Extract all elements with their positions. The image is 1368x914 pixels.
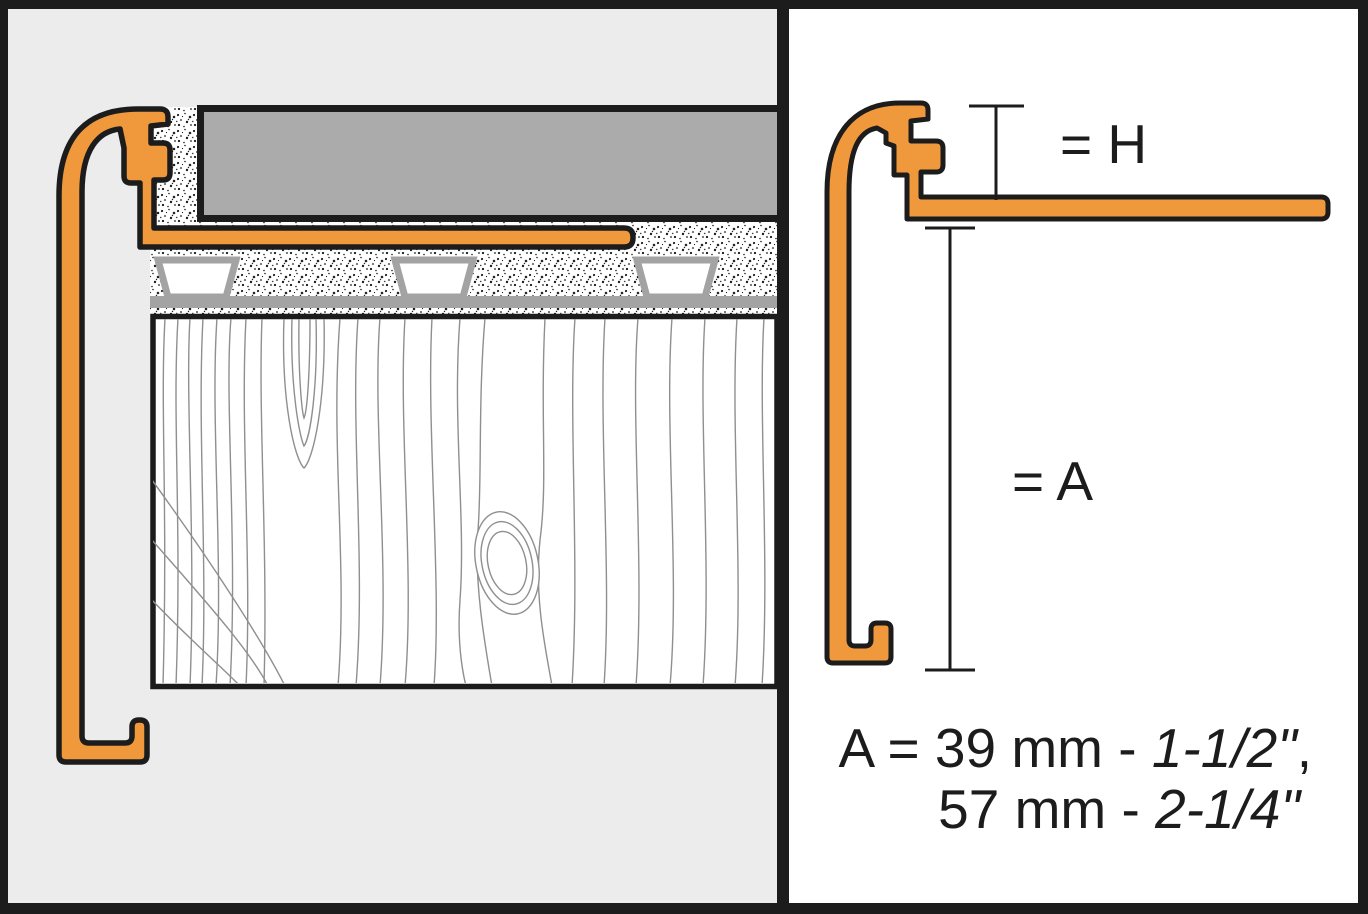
spec-line2-metric: 57 mm - bbox=[938, 778, 1155, 840]
dimension-h bbox=[969, 104, 1024, 200]
membrane-stud bbox=[390, 256, 478, 301]
membrane-stud bbox=[153, 256, 241, 301]
right-panel-background bbox=[789, 9, 1358, 903]
profile-section-installed bbox=[56, 106, 636, 765]
membrane-studs bbox=[153, 256, 720, 301]
spec-line1-comma: , bbox=[1297, 717, 1312, 779]
membrane-base-layer bbox=[150, 296, 777, 308]
right-panel: = H = A A = 39 mm - 1-1/2", 57 mm - 2-1/… bbox=[789, 9, 1358, 903]
spec-line2-imperial: 2-1/4" bbox=[1154, 778, 1302, 840]
tile-layer bbox=[197, 105, 777, 222]
spec-line-1: A = 39 mm - 1-1/2", bbox=[839, 717, 1312, 779]
wood-knot bbox=[474, 511, 540, 615]
profile-section-drawing bbox=[824, 100, 1331, 666]
dim-h-label: = H bbox=[1060, 113, 1147, 175]
dimension-a bbox=[925, 226, 975, 672]
membrane-stud bbox=[632, 256, 720, 301]
spec-line1-imperial: 1-1/2" bbox=[1152, 717, 1299, 779]
wood-substrate bbox=[150, 313, 777, 690]
spec-line1-metric: A = 39 mm - bbox=[839, 717, 1152, 779]
left-panel bbox=[8, 9, 777, 903]
spec-line-2: 57 mm - 2-1/4" bbox=[938, 778, 1302, 840]
wood-grain bbox=[153, 319, 766, 683]
dim-a-label: = A bbox=[1012, 450, 1093, 512]
